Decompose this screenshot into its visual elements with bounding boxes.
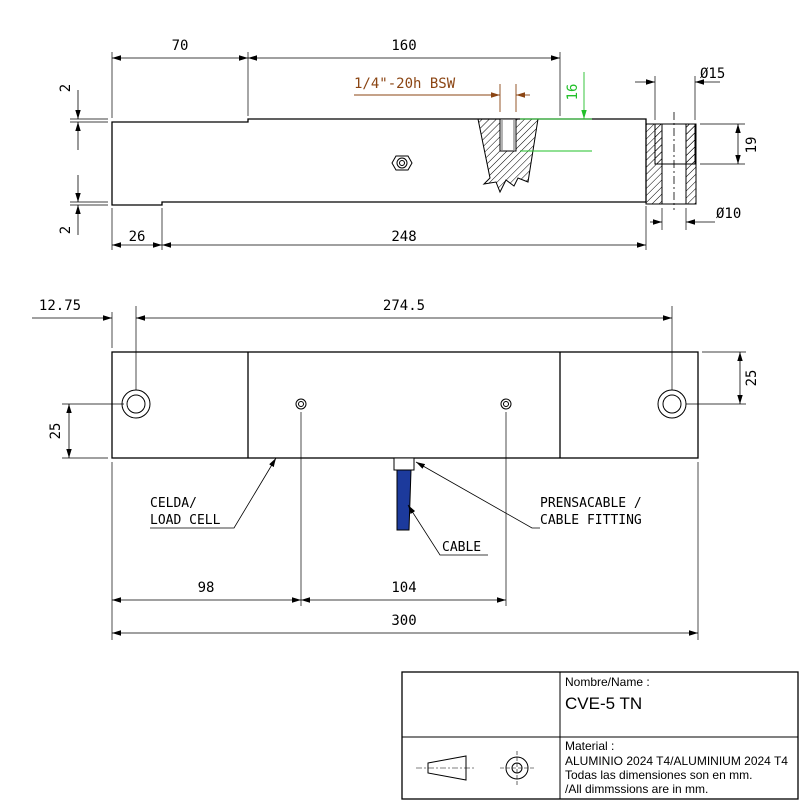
dim-26: 26	[129, 229, 146, 245]
units-note-es: Todas las dimensiones son en mm.	[565, 768, 752, 782]
material-label: Material :	[565, 739, 614, 753]
cable-fitting-icon	[393, 457, 415, 471]
dim-16: 16	[565, 84, 581, 101]
dim-300: 300	[391, 613, 416, 629]
title-block	[401, 671, 799, 800]
mounting-hole-right-icon	[657, 389, 687, 419]
material-value: ALUMINIO 2024 T4/ALUMINIUM 2024 T4	[565, 754, 788, 768]
dim-25-left: 25	[48, 423, 64, 440]
label-cable: CABLE	[442, 540, 481, 555]
dim-25-right: 25	[744, 370, 760, 387]
dim-248: 248	[391, 229, 416, 245]
projection-symbol-icon	[416, 751, 534, 785]
dim-19: 19	[744, 137, 760, 154]
label-fitting-2: CABLE FITTING	[540, 513, 642, 528]
dia-15: Ø15	[700, 66, 725, 82]
side-view-screw-icon	[391, 155, 413, 171]
dim-98: 98	[198, 580, 215, 596]
threaded-hole-section	[477, 118, 539, 194]
dim-2-top: 2	[58, 84, 74, 92]
front-view	[32, 306, 746, 640]
side-view-body-outline	[111, 118, 647, 206]
threaded-hole-right-icon	[500, 398, 512, 410]
label-celda-1: CELDA/	[150, 496, 197, 511]
units-note-en: /All dimmssions are in mm.	[565, 782, 708, 796]
dim-70: 70	[172, 38, 189, 54]
name-label: Nombre/Name :	[565, 675, 650, 689]
dim-104: 104	[391, 580, 416, 596]
thread-dimension	[354, 84, 530, 112]
label-fitting-1: PRENSACABLE /	[540, 496, 642, 511]
dim-12-75: 12.75	[39, 298, 81, 314]
depth-dimension	[520, 72, 592, 152]
dia-10: Ø10	[716, 206, 741, 222]
threaded-hole-left-icon	[295, 398, 307, 410]
thread-label: 1/4"-20h BSW	[354, 76, 456, 92]
dim-2-bottom: 2	[58, 226, 74, 234]
part-name: CVE-5 TN	[565, 694, 642, 713]
front-view-body	[111, 351, 699, 459]
dim-160: 160	[391, 38, 416, 54]
dim-274-5: 274.5	[383, 298, 425, 314]
label-celda-2: LOAD CELL	[150, 513, 221, 528]
cable-icon	[396, 469, 412, 531]
mounting-hole-left-icon	[121, 389, 151, 419]
side-view	[70, 52, 745, 250]
